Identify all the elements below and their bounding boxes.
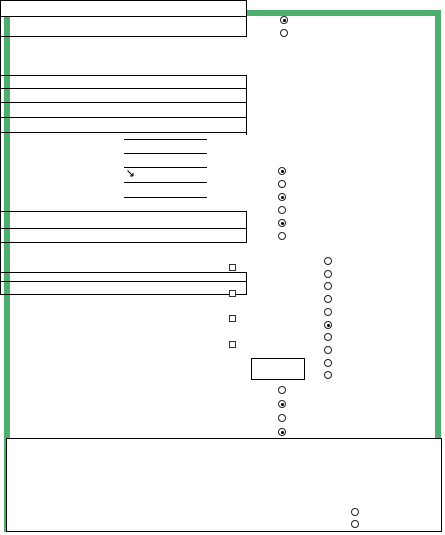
form-row-divider: [0, 272, 247, 273]
form-row-divider: [0, 228, 247, 229]
radio-e-7[interactable]: [324, 333, 332, 341]
form-row-divider: [0, 36, 247, 37]
radio-a-2[interactable]: [280, 29, 288, 37]
form-row-divider: [0, 102, 247, 103]
radio-a-1[interactable]: [280, 16, 288, 24]
list-line[interactable]: [124, 153, 207, 154]
form-row-divider: [0, 211, 247, 212]
radio-h-1[interactable]: [351, 508, 359, 516]
form-row-divider: [0, 294, 247, 295]
radio-e-9[interactable]: [324, 359, 332, 367]
radio-c-2[interactable]: [278, 206, 286, 214]
bottom-panel: [6, 438, 442, 532]
header-strip: [0, 0, 247, 17]
checkbox-3[interactable]: [229, 315, 236, 322]
radio-e-5[interactable]: [324, 308, 332, 316]
list-line[interactable]: [124, 182, 207, 183]
form-right-border-1: [246, 17, 247, 37]
list-line[interactable]: [124, 139, 207, 140]
radio-f-2[interactable]: [278, 400, 286, 408]
form-row-divider: [0, 117, 247, 118]
form-row-divider: [0, 88, 247, 89]
radio-e-2[interactable]: [324, 270, 332, 278]
radio-f-1[interactable]: [278, 386, 286, 394]
list-line[interactable]: [124, 197, 207, 198]
form-right-border-3: [246, 211, 247, 243]
radio-d-1[interactable]: [278, 219, 286, 227]
radio-g-1[interactable]: [278, 414, 286, 422]
form-row-divider: [0, 75, 247, 76]
radio-e-6[interactable]: [324, 321, 332, 329]
checkbox-4[interactable]: [229, 341, 236, 348]
radio-e-10[interactable]: [324, 371, 332, 379]
form-row-divider: [0, 132, 247, 133]
mouse-cursor-icon: [127, 170, 134, 177]
form-left-border: [0, 17, 1, 295]
radio-g-2[interactable]: [278, 428, 286, 436]
form-row-divider: [0, 281, 247, 282]
radio-d-2[interactable]: [278, 232, 286, 240]
form-row-divider: [0, 242, 247, 243]
form-right-border-2: [246, 75, 247, 135]
radio-b-2[interactable]: [278, 180, 286, 188]
radio-c-1[interactable]: [278, 193, 286, 201]
list-line[interactable]: [124, 167, 207, 168]
checkbox-2[interactable]: [229, 290, 236, 297]
radio-e-8[interactable]: [324, 346, 332, 354]
radio-b-1[interactable]: [278, 167, 286, 175]
radio-e-3[interactable]: [324, 282, 332, 290]
text-input[interactable]: [251, 358, 305, 380]
checkbox-1[interactable]: [229, 264, 236, 271]
form-right-border-4: [246, 272, 247, 294]
radio-e-1[interactable]: [324, 257, 332, 265]
radio-h-2[interactable]: [351, 520, 359, 528]
radio-e-4[interactable]: [324, 295, 332, 303]
